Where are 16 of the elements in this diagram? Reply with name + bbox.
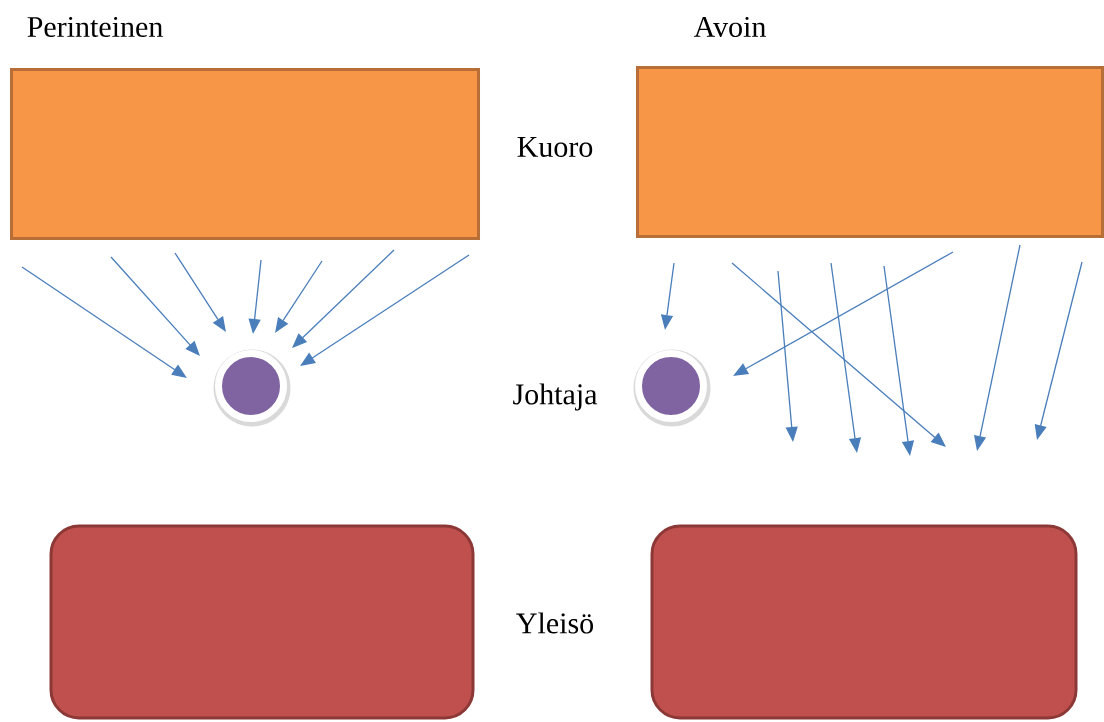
arrow xyxy=(300,254,470,366)
arrow xyxy=(110,256,200,356)
arrow xyxy=(21,266,187,378)
arrow xyxy=(733,251,954,376)
audience-box xyxy=(650,524,1078,720)
audience-box xyxy=(49,524,475,720)
heading-label: Kuoro xyxy=(517,137,593,157)
arrow xyxy=(174,252,226,332)
choir-box xyxy=(10,68,480,240)
conductor-circle xyxy=(633,349,711,427)
heading-label: Yleisö xyxy=(516,612,594,634)
arrow xyxy=(292,249,395,348)
arrow xyxy=(731,262,946,447)
conductor-circle xyxy=(213,349,291,427)
arrow xyxy=(275,260,323,333)
choir-box xyxy=(636,66,1104,238)
